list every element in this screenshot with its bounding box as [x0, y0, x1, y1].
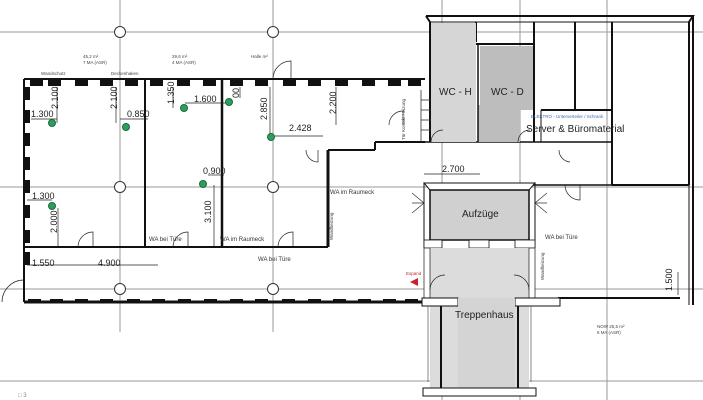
area-label: Halle m²: [251, 54, 268, 59]
device-marker: [180, 104, 188, 112]
grid-axis-marker: [267, 26, 279, 38]
annotation: Wandheizung: [329, 212, 334, 240]
window-strip-top: [30, 80, 421, 86]
dimension-label: 2.428: [289, 123, 312, 133]
area-label: 45,2 m²: [83, 54, 99, 59]
area-label-occupancy: 7 MA (ASR): [83, 60, 107, 65]
dimension-label: 1.500: [664, 268, 674, 291]
dimension-label: 1.350: [166, 81, 176, 104]
room-label-wc-d: WC - D: [491, 87, 524, 98]
device-marker: [48, 202, 56, 210]
dimension-label: 1.300: [31, 109, 54, 119]
door-swings: [1, 60, 581, 303]
top-label: Wandschutz: [41, 71, 66, 76]
page-marker: □ 3: [18, 393, 27, 399]
dimension-label: 00: [231, 87, 241, 98]
dimension-label: 0.900: [203, 166, 226, 176]
device-marker: [48, 119, 56, 127]
grid-axis-marker: [114, 181, 126, 193]
wc-d-room: [478, 46, 533, 142]
device-marker: [122, 123, 130, 131]
device-marker: [199, 180, 207, 188]
dimension-label: 1.300: [32, 191, 55, 201]
dimension-label: 1.600: [194, 94, 217, 104]
dimension-label: 2.100: [50, 86, 60, 109]
exit-arrow-icon: [410, 278, 418, 286]
room-label-server: Server & Büromaterial: [526, 124, 625, 135]
annotation: WA im Raumeck: [220, 237, 265, 243]
annotation-exit: Expand: [406, 271, 422, 276]
annotation-note: NOW 25,5 m²: [597, 324, 625, 329]
window-strip-left: [25, 87, 30, 265]
server-note: ELEKTRO - Unterverteiler / Schrank: [531, 114, 604, 119]
annotation-note: 6 MA (ASR): [597, 330, 621, 335]
annotation: WA bei Türe: [149, 237, 182, 243]
area-label-occupancy: 4 MA (ASR): [172, 60, 196, 65]
annotation: WA bei Türe: [258, 257, 291, 263]
dimension-label: 1.550: [32, 258, 55, 268]
annotation: WA im Raumeck: [330, 190, 375, 196]
dimension-label: 2.200: [328, 91, 338, 114]
dimension-label: 3.100: [203, 200, 213, 223]
stair-treads: [420, 90, 431, 142]
room-label-wc-h: WC - H: [439, 87, 472, 98]
stairwell: [421, 247, 561, 397]
annotation: Wandheizung: [540, 252, 545, 280]
dimension-label: 0.850: [127, 109, 150, 119]
top-label: Deckenhaken: [111, 71, 139, 76]
grid-axis-marker: [114, 26, 126, 38]
grid-axis-marker: [267, 283, 279, 295]
device-marker: [267, 133, 275, 141]
dimension-label: 2.100: [109, 86, 119, 109]
room-label-elevators: Aufzüge: [462, 209, 499, 220]
elevator-core: [411, 182, 548, 249]
area-label: 29,6 m²: [172, 54, 188, 59]
dimension-label: 2.000: [49, 210, 59, 233]
device-marker: [225, 98, 233, 106]
wc-h-room: [431, 23, 476, 142]
grid-axis-marker: [267, 181, 279, 193]
dimension-lines: [27, 87, 679, 295]
dimension-label: 4.900: [98, 258, 121, 268]
grid-axis-marker: [114, 283, 126, 295]
room-label-stairwell: Treppenhaus: [455, 310, 514, 321]
dimension-label: 2.700: [442, 164, 465, 174]
window-strip-bottom: [28, 299, 418, 302]
dimension-label: 2.850: [259, 97, 269, 120]
annotation: Tür Kontakt Heizung: [401, 98, 406, 140]
annotation: WA bei Türe: [545, 235, 578, 241]
